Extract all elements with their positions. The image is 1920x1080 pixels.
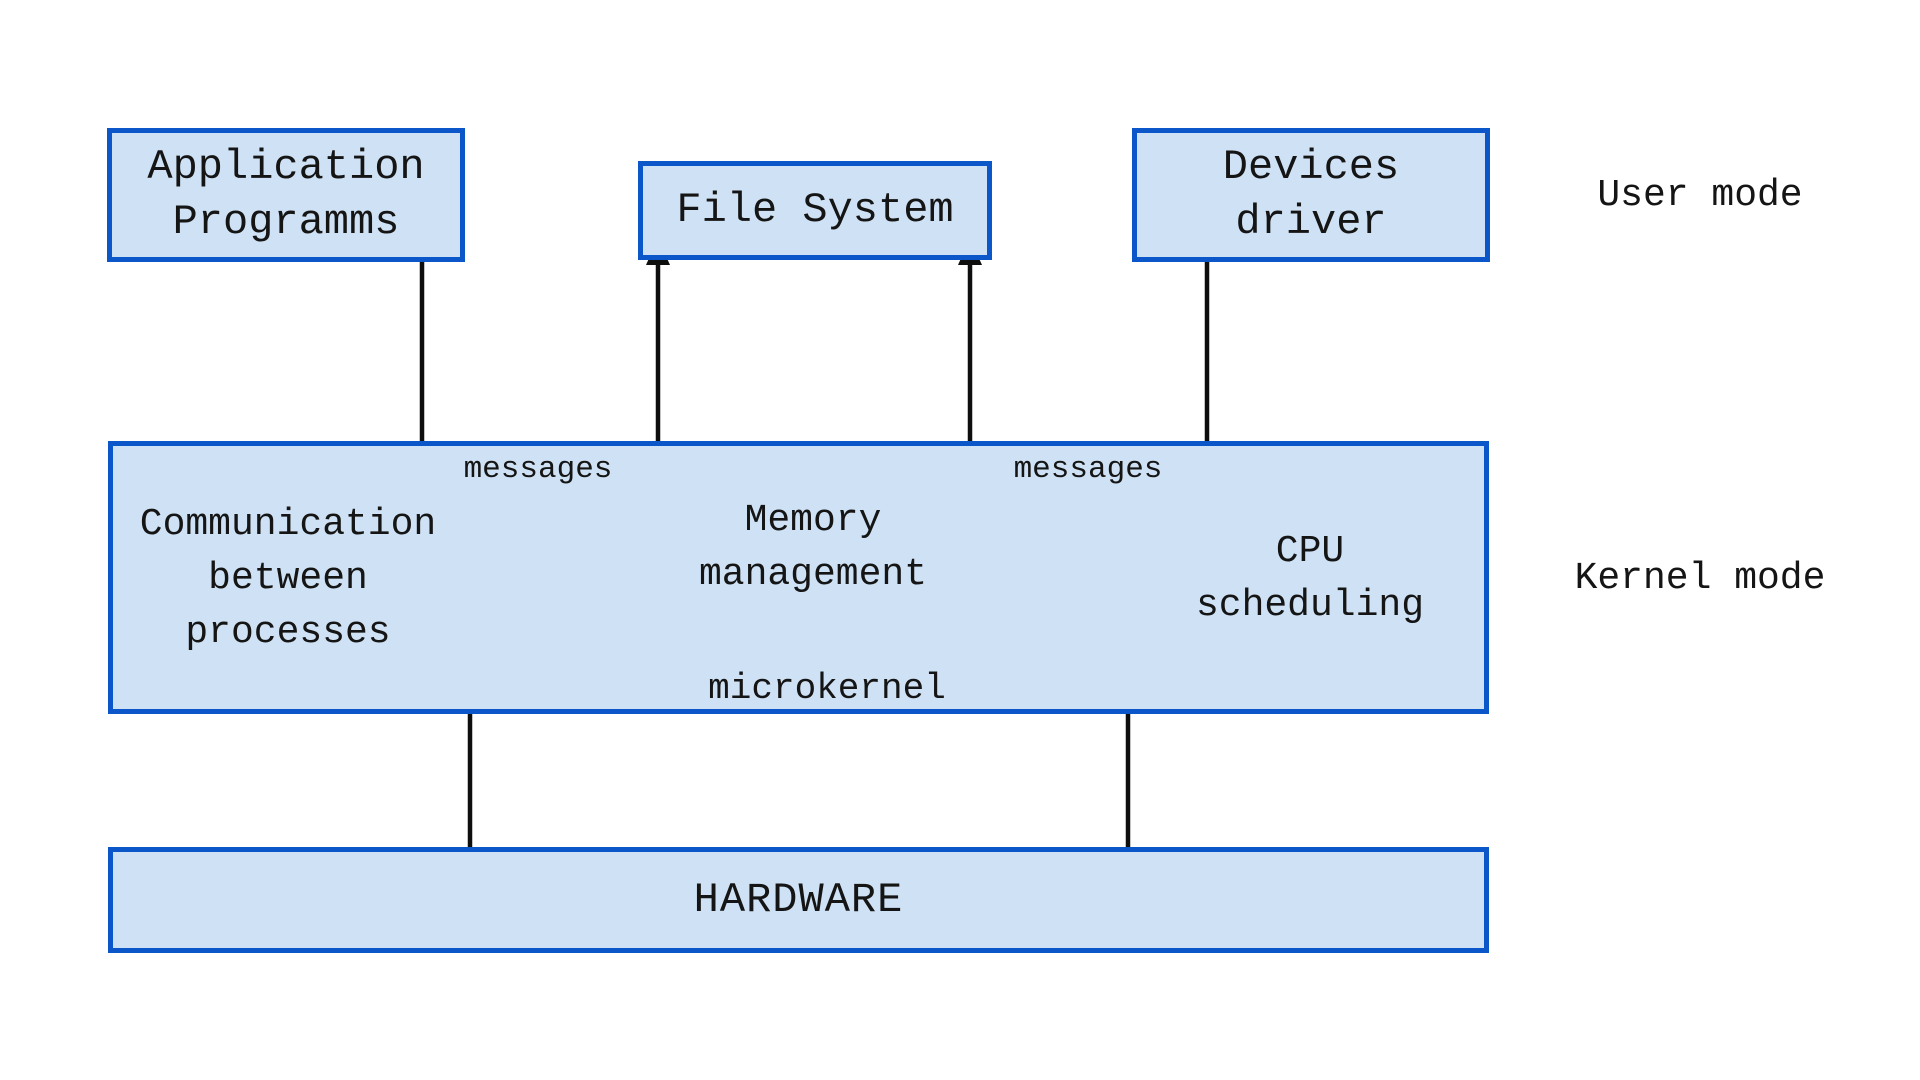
box-hardware: HARDWARE — [108, 847, 1489, 953]
application-programs-label: Application Programms — [147, 143, 425, 246]
cpu-scheduling-label: CPU scheduling — [1195, 530, 1425, 627]
box-microkernel — [108, 441, 1489, 714]
kernel-mode-label: Kernel mode — [1574, 557, 1826, 600]
memory-management-label: Memory management — [698, 499, 928, 596]
file-system-label: File System — [676, 186, 954, 234]
hardware-label: HARDWARE — [693, 876, 904, 924]
communication-between-processes-label: Communication between processes — [139, 503, 437, 654]
box-application-programs: Application Programms — [107, 128, 465, 262]
messages-right-label: messages — [1013, 452, 1163, 487]
messages-left-label: messages — [463, 452, 613, 487]
user-mode-label: User mode — [1597, 174, 1803, 217]
devices-driver-label: Devices driver — [1222, 143, 1400, 246]
microkernel-label: microkernel — [708, 668, 946, 709]
box-devices-driver: Devices driver — [1132, 128, 1490, 262]
box-file-system: File System — [638, 161, 992, 260]
